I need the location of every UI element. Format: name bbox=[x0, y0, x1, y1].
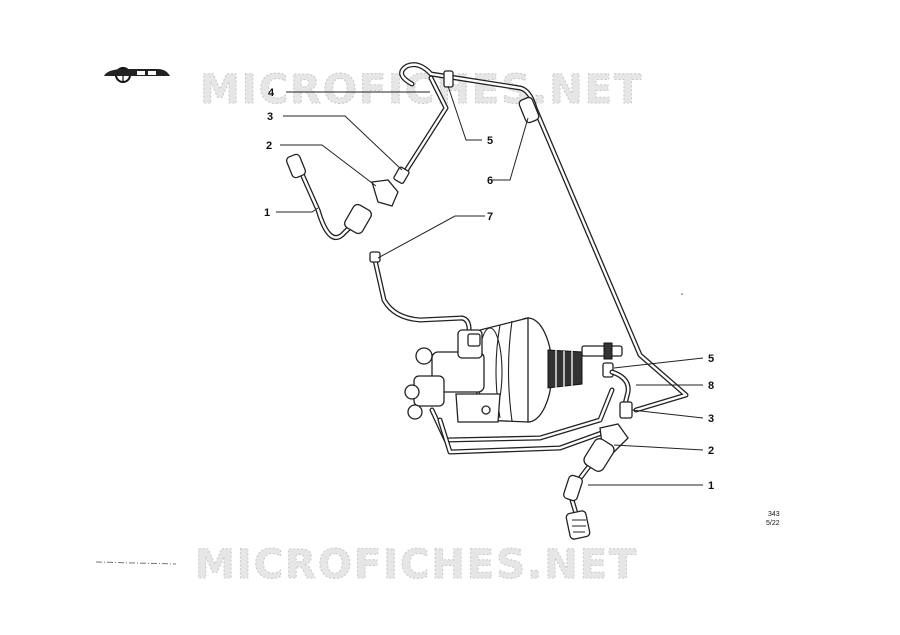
callout-4: 4 bbox=[268, 87, 275, 99]
scan-artifact-dot bbox=[681, 293, 683, 295]
callout-5-lower: 5 bbox=[708, 353, 714, 365]
pipe-clip-upper bbox=[443, 70, 454, 88]
hose-coupling-upper bbox=[344, 203, 372, 235]
callout-1-lower: 1 bbox=[708, 480, 714, 492]
callout-2-lower: 2 bbox=[708, 445, 714, 457]
watermark-top: MICROFICHES.NET bbox=[200, 67, 643, 113]
upper-brake-pipe-assembly bbox=[285, 62, 689, 413]
watermark-bottom: MICROFICHES.NET bbox=[195, 542, 638, 588]
hose-fitting-lower bbox=[619, 401, 633, 419]
protective-sleeve bbox=[518, 96, 540, 124]
hose-end-upper bbox=[285, 153, 307, 179]
scan-artifact-line bbox=[95, 561, 177, 565]
callouts-upper-assembly: 4 3 2 1 5 6 7 bbox=[264, 87, 493, 223]
brand-logo bbox=[104, 67, 170, 83]
diagram-reference-date: 5/22 bbox=[766, 520, 780, 527]
callout-8: 8 bbox=[708, 380, 714, 392]
lower-brake-hose-assembly bbox=[563, 362, 633, 540]
callout-3-lower: 3 bbox=[708, 413, 714, 425]
callout-3-upper: 3 bbox=[267, 111, 273, 123]
hose-coupling-lower bbox=[583, 438, 615, 472]
callout-5-upper: 5 bbox=[487, 135, 493, 147]
callout-2-upper: 2 bbox=[266, 140, 272, 152]
hose-fitting-upper bbox=[393, 166, 410, 184]
pipe-end-7 bbox=[369, 251, 381, 263]
callouts-lower-assembly: 5 8 3 2 1 bbox=[708, 353, 714, 492]
diagram-reference-number: 343 bbox=[768, 511, 780, 518]
callout-6: 6 bbox=[487, 175, 493, 187]
leader-lines bbox=[276, 85, 704, 486]
hose-end-lower bbox=[565, 510, 591, 540]
callout-1-upper: 1 bbox=[264, 207, 270, 219]
callout-7: 7 bbox=[487, 211, 493, 223]
bracket-upper bbox=[371, 179, 399, 207]
brake-booster-assembly bbox=[369, 251, 623, 455]
